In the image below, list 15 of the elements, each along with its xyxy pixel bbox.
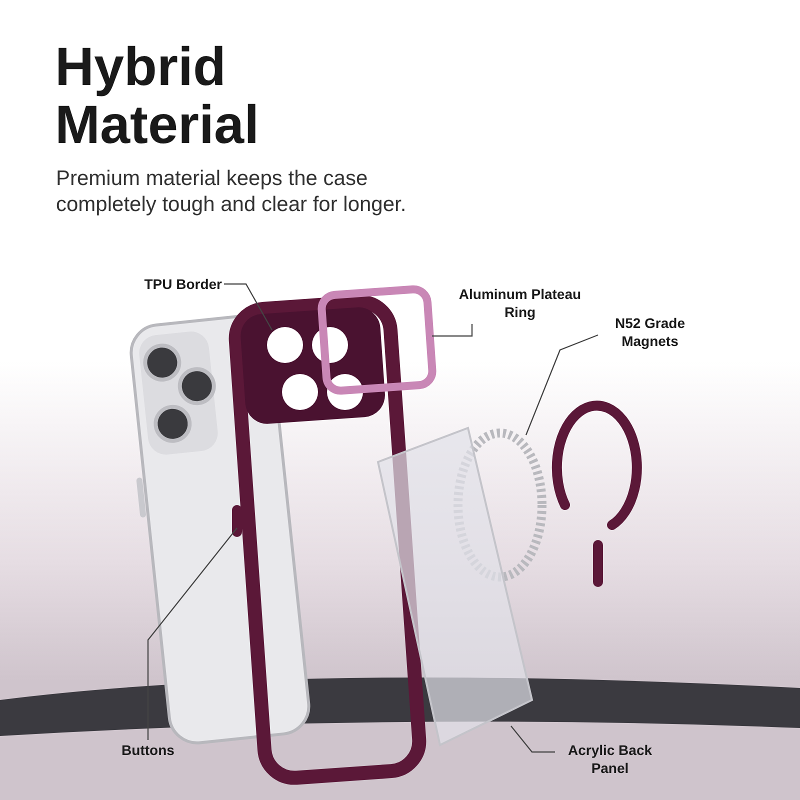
side-button-drawing xyxy=(232,505,242,537)
part-label: Aluminum Plateau Ring xyxy=(455,285,585,321)
camera-ring-drawing xyxy=(316,284,438,396)
leader-line xyxy=(510,726,555,753)
title: Hybrid Material xyxy=(55,38,260,154)
back-panel-drawing xyxy=(376,426,534,746)
subtitle: Premium material keeps the case completely tough and clear for longer. xyxy=(56,166,408,218)
leader-line xyxy=(525,334,598,436)
part-label: Buttons xyxy=(116,741,180,759)
leader-line xyxy=(432,324,473,337)
part-label: N52 Grade Magnets xyxy=(598,314,702,350)
leader-line xyxy=(147,528,238,740)
part-label: TPU Border xyxy=(118,275,222,293)
part-label: Acrylic Back Panel xyxy=(555,741,665,777)
leader-line xyxy=(224,283,273,330)
